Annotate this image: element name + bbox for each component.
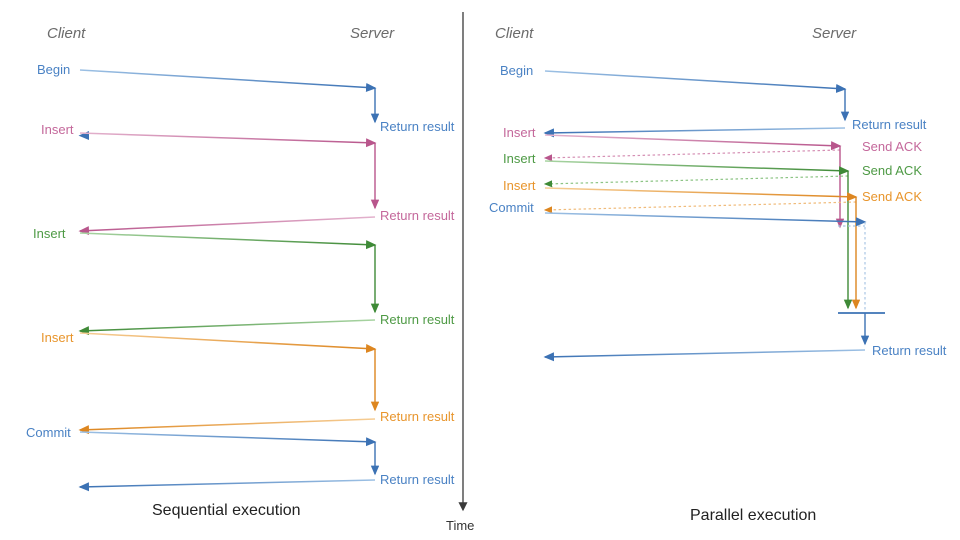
lane-title-server-sequential: Server [350,25,395,42]
label-seq-response-commit: Return result [380,472,455,487]
par-arrow-begin-response [543,127,846,138]
label-seq-request-begin: Begin [37,62,71,77]
label-par-request-insert-1: Insert [503,125,536,140]
label-par-request-begin: Begin [500,63,534,78]
label-seq-request-commit: Commit [26,425,71,440]
lane-title-client-parallel: Client [495,25,534,42]
par-ack-insert2 [543,175,849,188]
par-ack-insert1 [543,149,841,162]
label-par-response-commit: Return result [872,343,947,358]
arrow-insert2-response [78,319,376,336]
lane-title-server-parallel: Server [812,25,857,42]
parallel-panel-arrows [543,70,885,362]
time-axis-label: Time [446,518,475,533]
lane-title-client-sequential: Client [47,25,86,42]
arrow-insert1-response [78,216,376,236]
par-arrow-final-response [543,349,866,362]
label-par-request-insert-3: Insert [503,178,536,193]
arrow-commit-request [79,431,377,447]
arrow-commit-response [78,479,376,492]
label-seq-request-insert-2: Insert [33,226,66,241]
arrow-insert1-request [79,132,377,148]
caption-sequential: Sequential execution [152,502,301,519]
label-par-ack-insert-3: Send ACK [862,189,922,204]
label-seq-response-insert-2: Return result [380,312,455,327]
label-par-response-begin: Return result [852,117,927,132]
par-arrow-begin-request [544,70,847,93]
label-seq-response-begin: Return result [380,119,455,134]
label-par-ack-insert-1: Send ACK [862,139,922,154]
par-arrow-commit-request [544,212,867,227]
arrow-begin-request [79,69,377,92]
sequential-panel-arrows [78,69,380,492]
label-par-request-commit: Commit [489,200,534,215]
par-ack-insert3 [543,201,857,214]
par-arrow-insert3-request [544,187,858,202]
arrow-insert2-request [79,232,377,250]
label-par-request-insert-2: Insert [503,151,536,166]
label-seq-request-insert-1: Insert [41,122,74,137]
arrow-insert3-response [78,418,376,435]
label-seq-response-insert-1: Return result [380,208,455,223]
arrow-insert3-request [79,332,377,354]
par-arrow-insert1-request [544,134,842,151]
caption-parallel: Parallel execution [690,507,817,524]
par-arrow-insert2-request [544,160,850,176]
label-par-ack-insert-2: Send ACK [862,163,922,178]
label-seq-response-insert-3: Return result [380,409,455,424]
label-seq-request-insert-3: Insert [41,330,74,345]
